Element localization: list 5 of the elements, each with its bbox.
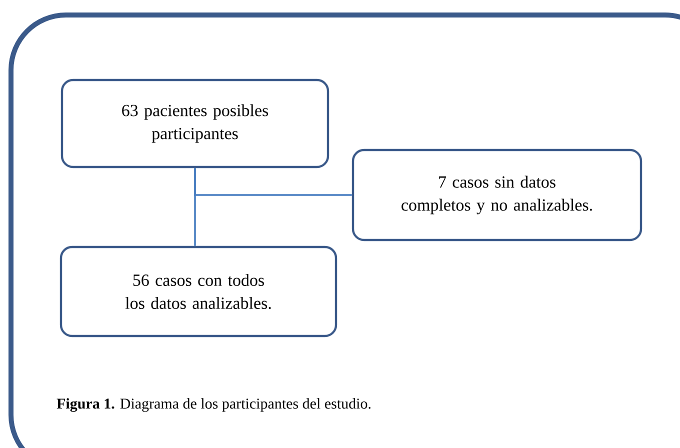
process-box: 56 casos con todos los datos analizables. [60,246,338,338]
process-box: 7 casos sin datos completos y no analizables. [352,148,642,242]
caption: Figura 1. Diagrama de los participantes del estudio. [56,398,370,412]
connector-line [194,168,352,196]
process-box: 63 pacientes posibles participantes [60,78,330,168]
